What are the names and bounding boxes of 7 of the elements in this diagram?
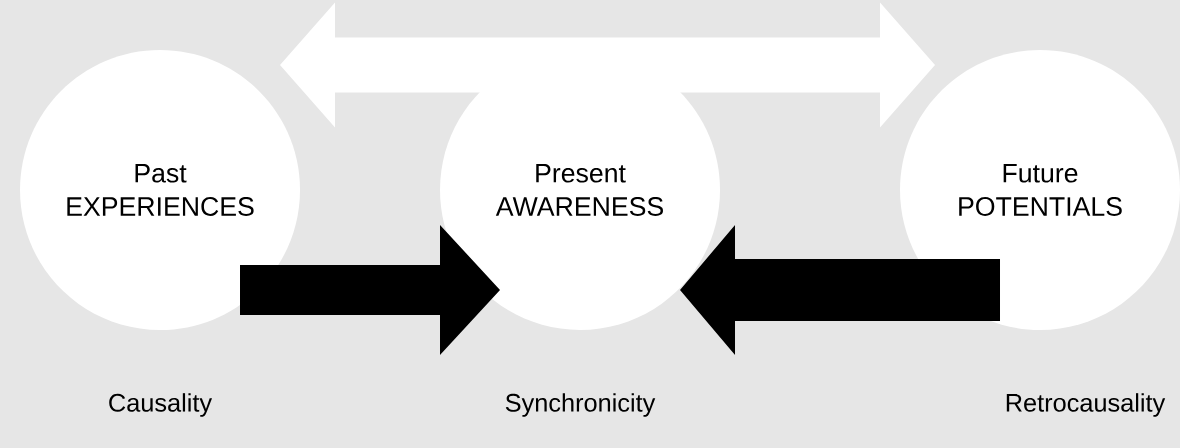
node-label: Retrocausality bbox=[1006, 393, 1166, 417]
node-label: Synchronicity bbox=[505, 393, 656, 417]
arrow bbox=[240, 225, 500, 355]
node-label: Present AWARENESS bbox=[495, 164, 663, 216]
double-arrow bbox=[280, 2, 935, 128]
arrow bbox=[680, 225, 1000, 355]
node-label: Causality bbox=[109, 393, 213, 417]
